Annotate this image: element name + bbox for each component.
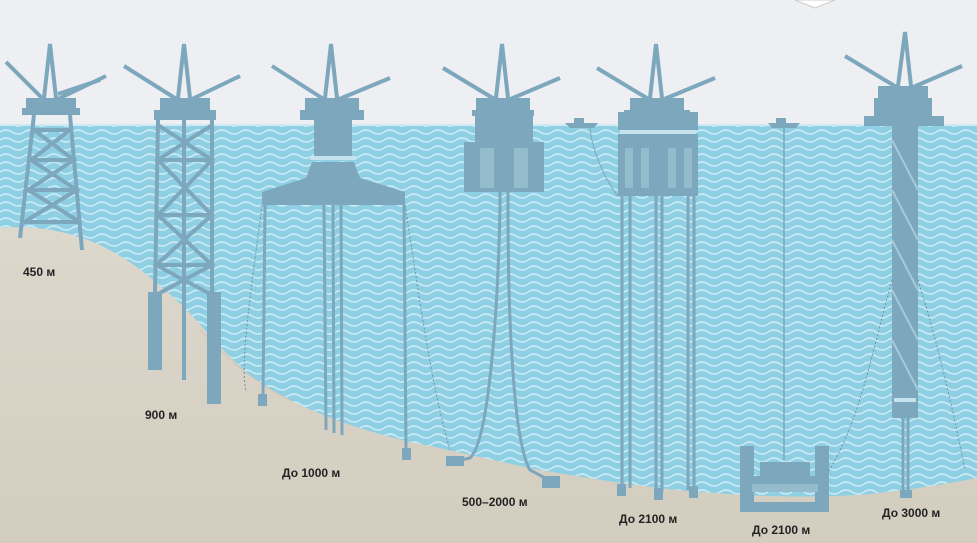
platform-tension-leg	[243, 43, 451, 460]
depth-label-fixed-jacket: 450 м	[23, 265, 56, 279]
platform-floating-production	[441, 43, 561, 488]
platform-semisubmersible	[595, 43, 716, 500]
derrick-icon	[4, 43, 107, 115]
depth-label-spar: До 3000 м	[882, 506, 941, 520]
depth-label-tension-leg: До 1000 м	[282, 466, 341, 480]
depth-label-semisubmersible: До 2100 м	[619, 512, 678, 526]
platform-spar	[827, 31, 966, 498]
depth-label-floating-production: 500–2000 м	[462, 495, 528, 509]
platform-subsea-system	[740, 446, 829, 512]
depth-label-subsea-system: До 2100 м	[752, 523, 811, 537]
seabed	[0, 227, 977, 543]
vessel-icon	[565, 118, 619, 197]
depth-label-compliant-tower: 900 м	[145, 408, 178, 422]
vessel-icon	[768, 118, 800, 460]
platform-fixed-jacket	[4, 43, 107, 251]
platform-compliant-tower	[122, 43, 241, 404]
